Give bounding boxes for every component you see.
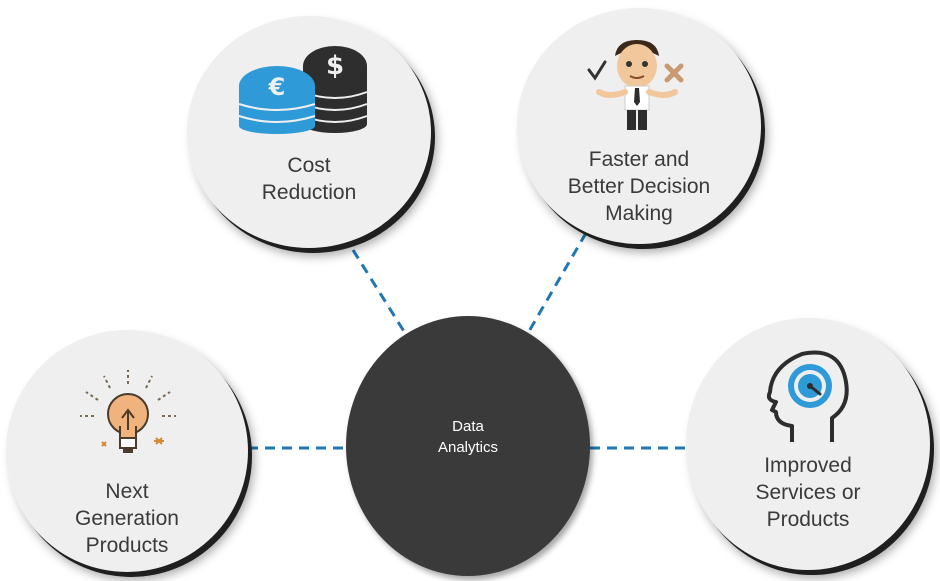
svg-text:$: $ (326, 51, 344, 81)
decision-maker-icon (587, 40, 684, 130)
connector-decision-making (526, 232, 588, 334)
node-label-decision-making: Faster and Better Decision Making (567, 148, 711, 225)
lightbulb-icon (80, 370, 176, 453)
center-node-data-analytics: Data Analytics (346, 316, 590, 576)
connector-cost-reduction (351, 249, 407, 334)
node-improved-services: Improved Services or Products (686, 318, 930, 570)
node-label-cost-reduction: Cost Reduction (261, 154, 357, 204)
coins-icon: $ € (238, 46, 368, 134)
node-cost-reduction: $ € Cost Reduction (187, 16, 431, 248)
node-label-next-generation: Next Generation Products (75, 480, 179, 557)
svg-text:€: € (268, 73, 286, 101)
center-label: Data Analytics (437, 418, 499, 456)
node-label-improved-services: Improved Services or Products (755, 454, 861, 531)
node-decision-making: Faster and Better Decision Making (517, 8, 761, 244)
head-gauge-icon (766, 350, 849, 442)
node-next-generation: Next Generation Products (6, 330, 248, 572)
